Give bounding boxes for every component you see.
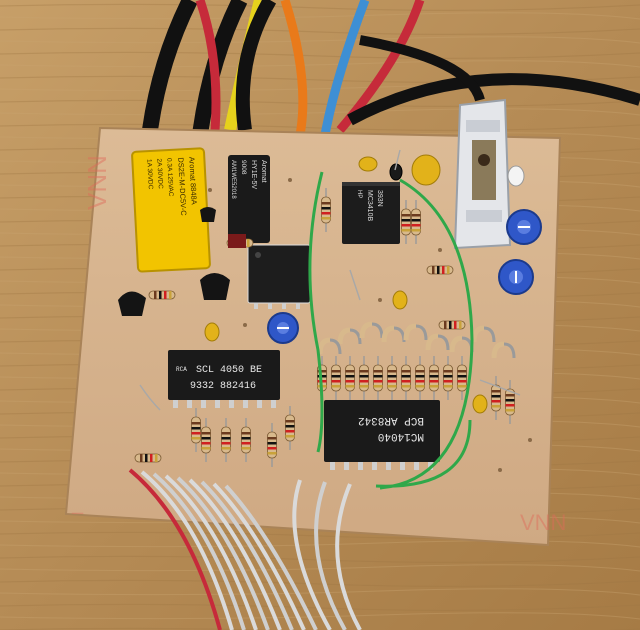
svg-text:393N: 393N — [376, 190, 383, 207]
chip-4050-line1: SCL 4050 BE — [196, 365, 262, 376]
yellow-relay: Aromat 8848A DS2E-M-DC5V-C 0.3A 125VAC 2… — [131, 147, 211, 273]
black-relay: Aromat HY1E-5V 9008 AM1WE52018 — [228, 155, 270, 243]
svg-text:HP: HP — [356, 190, 362, 198]
svg-text:_: _ — [71, 493, 84, 515]
component-leads — [139, 149, 521, 411]
svg-text:VNN: VNN — [82, 155, 112, 210]
ic-chip-mc14040: MC14040 BCP AR8342 — [324, 400, 440, 470]
relay-label-line2: DS2E-M-DC5V-C — [176, 157, 188, 216]
svg-text:HY1E-5V: HY1E-5V — [250, 160, 257, 190]
green-jumper-wires — [308, 171, 474, 490]
relay-label-line5: 1A 30VDC — [145, 159, 154, 190]
board-print-left: VNN — [82, 155, 112, 210]
svg-text:MC3410B: MC3410B — [366, 190, 373, 221]
ic-chip-8pin: 393N MC3410B HP — [342, 182, 400, 244]
svg-text:Aromat: Aromat — [260, 160, 267, 183]
transistors — [118, 207, 246, 316]
ic-chip-4050: RCA SCL 4050 BE 9332 882416 — [168, 350, 280, 408]
heatsink — [453, 98, 525, 250]
chip-14040-line1: MC14040 — [378, 430, 424, 442]
relay-label-line1: Aromat 8848A — [187, 157, 198, 205]
svg-text:AM1WE52018: AM1WE52018 — [230, 160, 236, 199]
trimmer-potentiometer — [267, 209, 542, 344]
ic-chip-socketed — [247, 244, 311, 309]
power-cables — [142, 0, 640, 137]
chip-14040-line2: BCP AR8342 — [358, 414, 424, 426]
svg-text:9008: 9008 — [240, 160, 247, 175]
svg-text:VNN: VNN — [520, 510, 566, 535]
capacitors — [204, 154, 488, 414]
ribbon-cable — [128, 468, 362, 630]
relay-label-line3: 0.3A 125VAC — [165, 158, 174, 197]
chip-logo: RCA — [176, 366, 187, 373]
chip-4050-line2: 9332 882416 — [190, 381, 256, 392]
board-print-right: VNN _ — [71, 493, 566, 535]
relay-label-line4: 2A 30VDC — [155, 158, 164, 189]
